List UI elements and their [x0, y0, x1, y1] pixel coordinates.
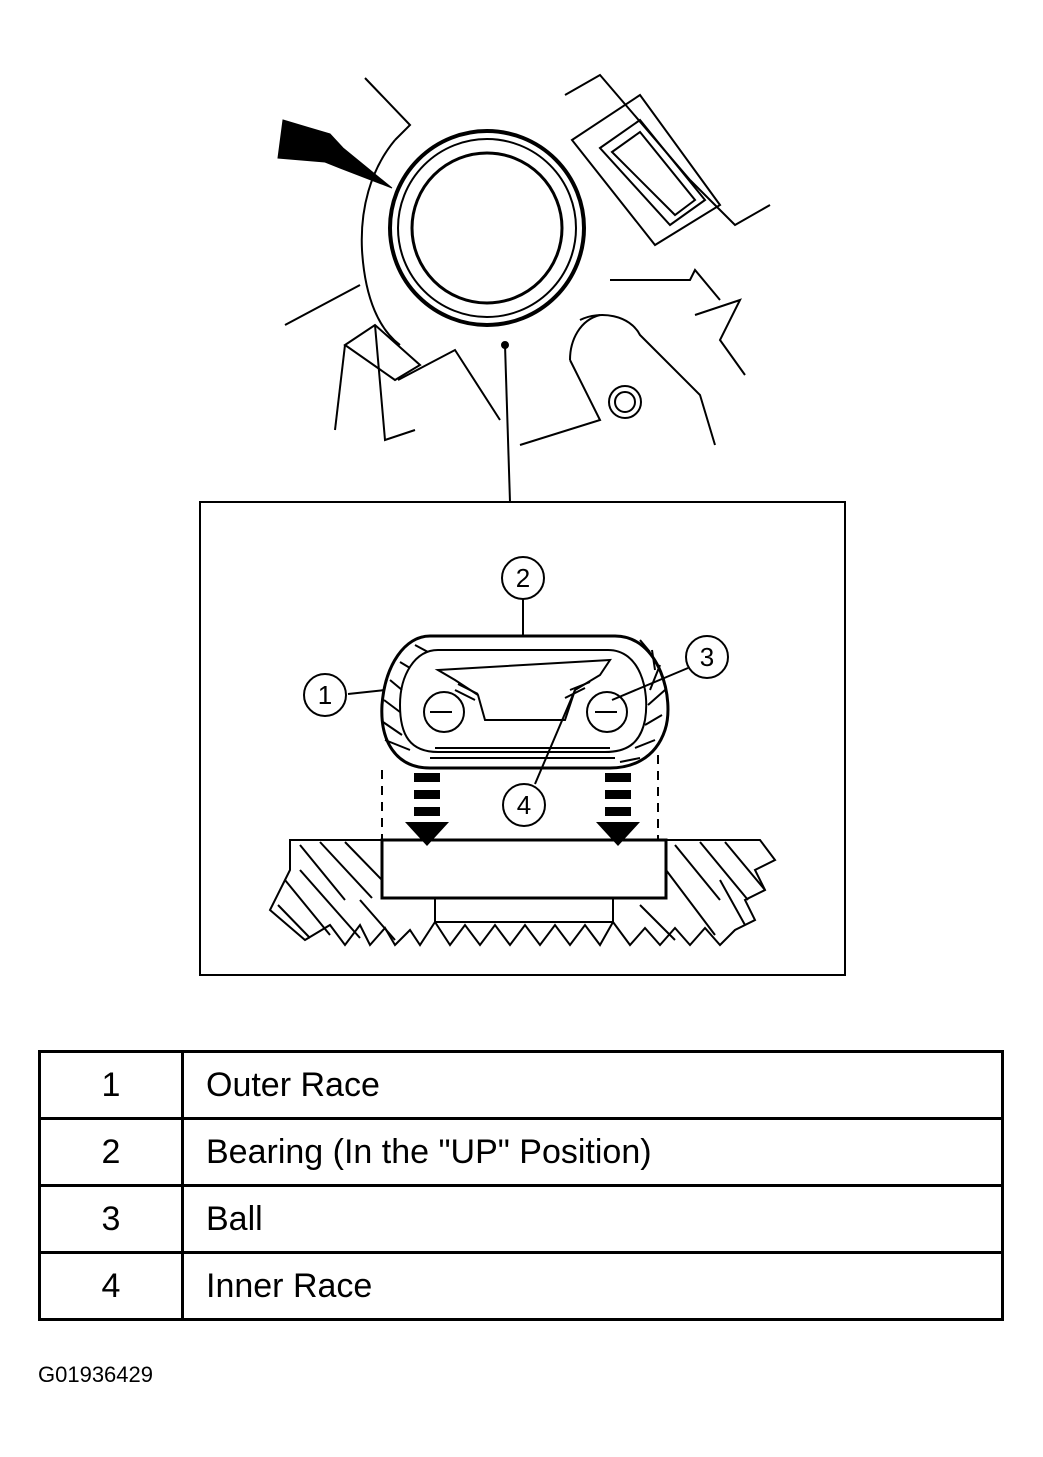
legend-row: 3 Ball	[38, 1184, 1004, 1254]
callout-3: 3	[611, 635, 729, 701]
projection-lines	[381, 755, 659, 840]
callout-4: 4	[502, 689, 576, 827]
callout-1-number: 1	[318, 680, 332, 710]
legend-row: 4 Inner Race	[38, 1251, 1004, 1321]
legend-table: 1 Outer Race 2 Bearing (In the "UP" Posi…	[38, 1050, 1004, 1321]
pointer-arrow-icon	[277, 119, 393, 189]
housing-section	[268, 838, 777, 947]
callout-1: 1	[303, 673, 386, 717]
bearing-ring-top-view	[388, 129, 586, 327]
detail-leader-line	[504, 344, 511, 503]
legend-label: Bearing (In the "UP" Position)	[181, 1117, 1004, 1187]
callout-2-number: 2	[516, 563, 530, 593]
detail-box	[199, 501, 846, 976]
callout-3-number: 3	[700, 642, 714, 672]
callout-2: 2	[501, 556, 545, 636]
legend-label: Outer Race	[181, 1050, 1004, 1120]
legend-number: 4	[38, 1251, 184, 1321]
figure-id: G01936429	[38, 1362, 153, 1387]
legend-number: 2	[38, 1117, 184, 1187]
legend-number: 3	[38, 1184, 184, 1254]
bearing-diagram: 1 2 3 4	[199, 73, 846, 976]
bearing-cross-section	[380, 634, 670, 770]
legend-row: 2 Bearing (In the "UP" Position)	[38, 1117, 1004, 1187]
legend-row: 1 Outer Race	[38, 1050, 1004, 1120]
legend-label: Ball	[181, 1184, 1004, 1254]
housing-illustration	[284, 73, 771, 446]
press-arrows	[405, 773, 640, 846]
bolt-hole	[608, 385, 642, 419]
ball-right	[586, 691, 628, 733]
ball-left	[423, 691, 465, 733]
legend-label: Inner Race	[181, 1251, 1004, 1321]
callout-4-number: 4	[517, 790, 531, 820]
legend-number: 1	[38, 1050, 184, 1120]
